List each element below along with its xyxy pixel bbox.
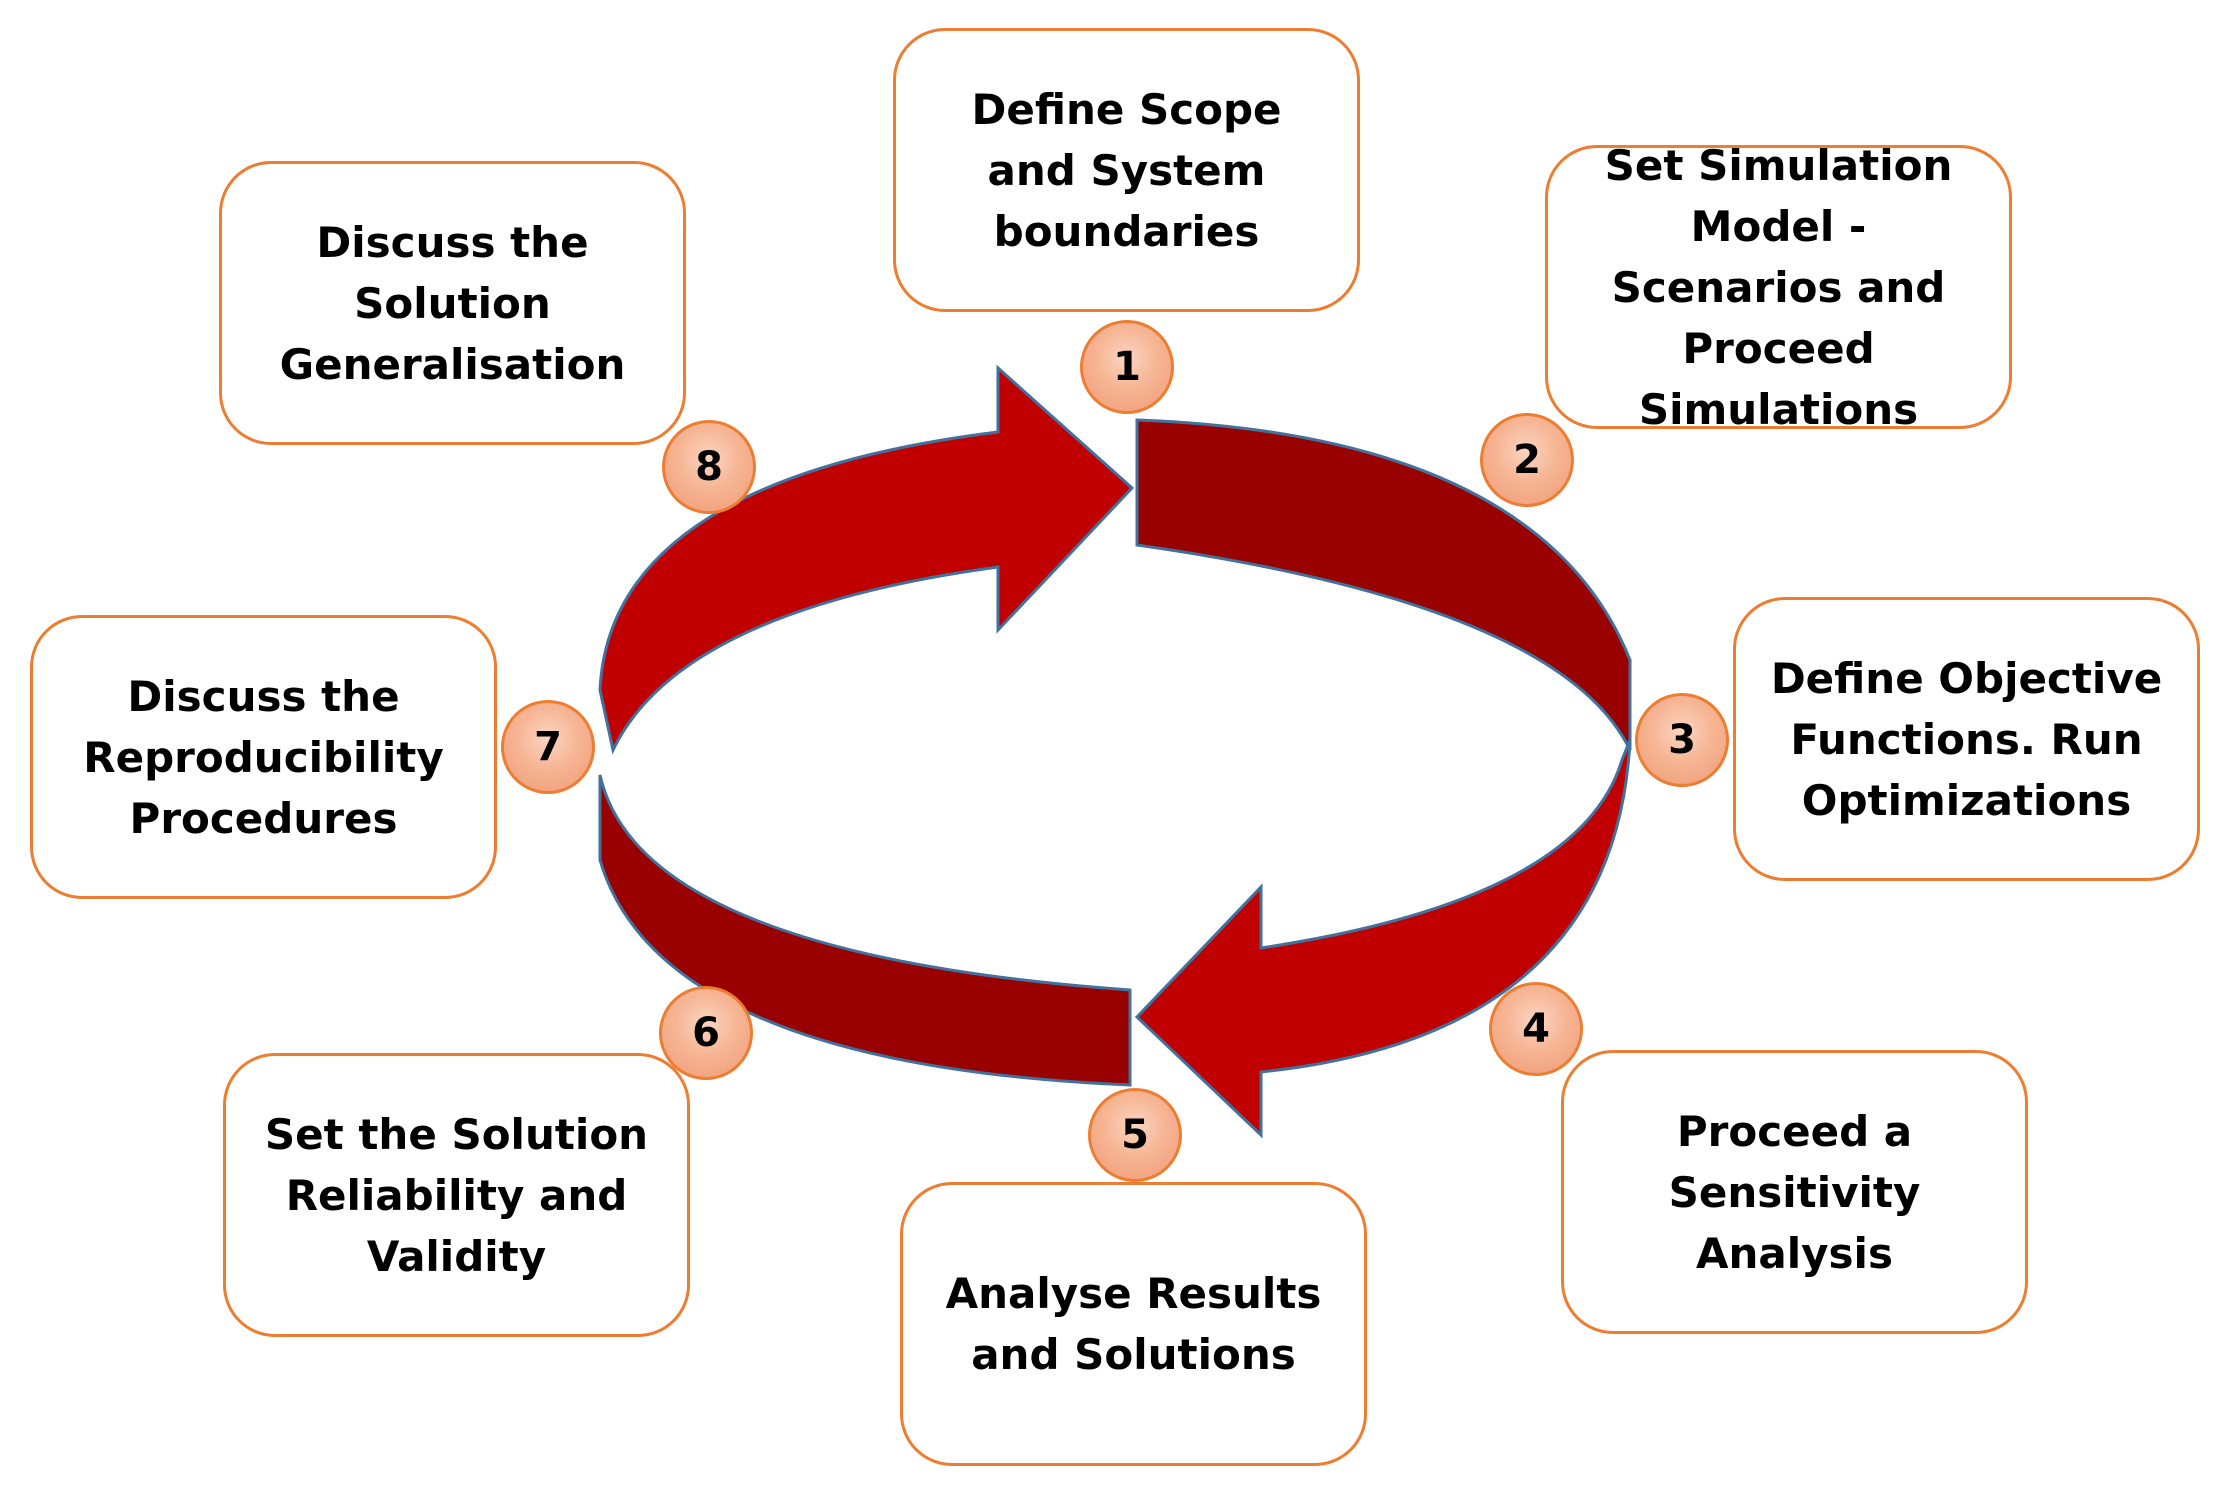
cycle-arrow-upper-left	[598, 364, 1135, 755]
step-3-badge: 3	[1635, 693, 1729, 787]
step-8-box: Discuss the Solution Generalisation	[219, 161, 686, 445]
step-4-badge: 4	[1489, 982, 1583, 1076]
step-7-number: 7	[534, 724, 562, 770]
step-1-label: Define Scope and System boundaries	[971, 84, 1282, 256]
step-1-number: 1	[1113, 344, 1141, 390]
step-3-number: 3	[1668, 717, 1696, 763]
step-2-box: Set Simulation Model - Scenarios and Pro…	[1545, 141, 2012, 434]
step-8-number: 8	[695, 444, 723, 490]
step-6-number: 6	[692, 1010, 720, 1056]
step-3-label: Define Objective Functions. Run Optimiza…	[1770, 653, 2163, 825]
step-7-box: Discuss the Reproducibility Procedures	[30, 615, 497, 899]
step-7-badge: 7	[501, 700, 595, 794]
cycle-band-top-right	[1135, 418, 1632, 751]
step-1-box: Define Scope and System boundaries	[893, 28, 1360, 312]
step-8-label: Discuss the Solution Generalisation	[279, 217, 626, 389]
step-7-label: Discuss the Reproducibility Procedures	[83, 671, 444, 843]
step-2-number: 2	[1513, 437, 1541, 483]
step-4-box: Proceed a Sensitivity Analysis	[1561, 1050, 2028, 1334]
step-1-badge: 1	[1080, 320, 1174, 414]
cycle-band-bottom-left	[598, 774, 1132, 1087]
step-8-badge: 8	[662, 420, 756, 514]
step-5-box: Analyse Results and Solutions	[900, 1182, 1367, 1466]
step-3-box: Define Objective Functions. Run Optimiza…	[1733, 597, 2200, 881]
step-2-badge: 2	[1480, 413, 1574, 507]
step-4-number: 4	[1522, 1006, 1550, 1052]
step-6-box: Set the Solution Reliability and Validit…	[223, 1053, 690, 1337]
step-5-label: Analyse Results and Solutions	[945, 1269, 1322, 1379]
step-5-badge: 5	[1088, 1088, 1182, 1182]
step-6-label: Set the Solution Reliability and Validit…	[264, 1109, 649, 1281]
step-5-number: 5	[1121, 1112, 1149, 1158]
step-2-label: Set Simulation Model - Scenarios and Pro…	[1604, 140, 1953, 434]
cycle-arrow-lower-right	[1134, 739, 1632, 1139]
step-4-label: Proceed a Sensitivity Analysis	[1668, 1106, 1921, 1278]
step-6-badge: 6	[659, 986, 753, 1080]
